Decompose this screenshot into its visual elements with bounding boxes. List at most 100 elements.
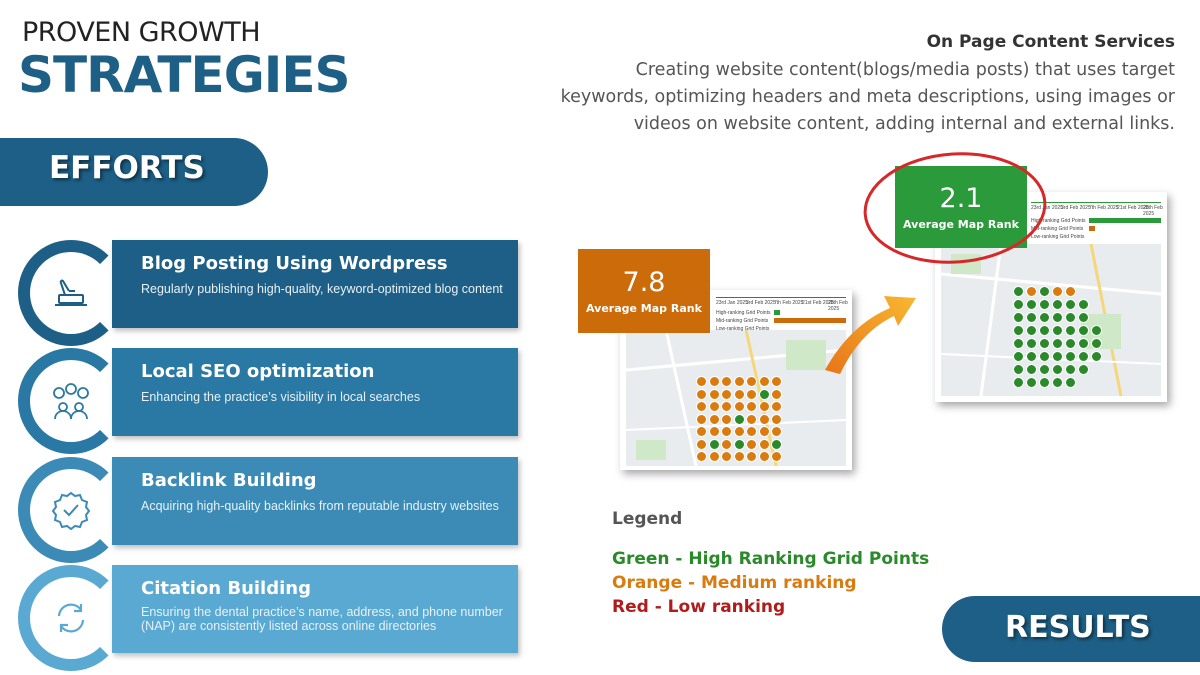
grid-point (771, 401, 782, 412)
effort-card: Backlink Building Acquiring high-quality… (112, 457, 518, 545)
grid-point (721, 413, 732, 425)
grid-point (733, 426, 745, 437)
grid-point (721, 438, 732, 450)
before-rank-value: 7.8 (622, 266, 666, 298)
grid-point (1078, 351, 1089, 362)
grid-point (746, 438, 757, 450)
grid-point (733, 438, 745, 450)
grid-point (733, 401, 745, 412)
highlight-circle (863, 152, 1047, 264)
row-label: Low-ranking Grid Points (1031, 234, 1085, 240)
grid-point (708, 413, 720, 425)
grid-point (1078, 312, 1089, 323)
grid-point (746, 426, 757, 437)
grid-point (758, 426, 770, 437)
grid-point (771, 376, 782, 387)
effort-card: Local SEO optimization Enhancing the pra… (112, 348, 518, 436)
grid-point (758, 451, 770, 462)
grid-point (771, 438, 782, 450)
effort-title: Backlink Building (141, 470, 317, 491)
results-banner (942, 596, 1200, 662)
grid-point (696, 376, 707, 387)
grid-point (771, 413, 782, 425)
grid-point (721, 451, 732, 462)
effort-card: Blog Posting Using Wordpress Regularly p… (112, 240, 518, 328)
grid-point (1026, 377, 1037, 388)
row-label: Low-ranking Grid Points (716, 326, 770, 332)
growth-arrow-icon (825, 296, 916, 374)
grid-point (1013, 377, 1024, 388)
grid-point (758, 413, 770, 425)
grid-point (696, 438, 707, 450)
icon-ring (18, 348, 124, 454)
grid-point (1013, 312, 1024, 323)
effort-item-backlink: Backlink Building Acquiring high-quality… (18, 457, 520, 563)
grid-point (696, 401, 707, 412)
grid-point (1013, 286, 1024, 297)
grid-point (1026, 325, 1037, 336)
grid-point (758, 438, 770, 450)
services-desc: Creating website content(blogs/media pos… (560, 60, 1175, 134)
efforts-label: EFFORTS (49, 150, 205, 186)
grid-point (1013, 338, 1024, 349)
grid-point (708, 438, 720, 450)
date-label: 7th Feb 2025 (1089, 205, 1119, 211)
row-label: High-ranking Grid Points (1031, 218, 1086, 224)
grid-point (1039, 377, 1050, 388)
grid-point (1052, 312, 1063, 323)
grid-point (1039, 286, 1050, 297)
laptop-hand-icon (42, 264, 100, 322)
date-label: 21st Feb 2025 (802, 300, 834, 306)
grid-point (1026, 338, 1037, 349)
legend-red: Red - Low ranking (612, 597, 786, 617)
services-title: On Page Content Services (926, 32, 1175, 52)
title-main: STRATEGIES (18, 46, 351, 104)
grid-point (746, 413, 757, 425)
before-map-panel: 23rd Jan 2025 3rd Feb 2025 7th Feb 2025 … (620, 290, 852, 470)
grid-point (746, 388, 757, 400)
grid-point (758, 376, 770, 387)
grid-point (708, 451, 720, 462)
row-label: Mid-ranking Grid Points (716, 318, 769, 324)
title-top: PROVEN GROWTH (22, 17, 261, 48)
grid-point (1026, 364, 1037, 375)
date-label: 3rd Feb 2025 (746, 300, 776, 306)
grid-point (771, 426, 782, 437)
date-label: 23rd Jan 2025 (716, 300, 748, 306)
effort-title: Local SEO optimization (141, 361, 375, 382)
grid-point (708, 388, 720, 400)
grid-point (1065, 299, 1076, 310)
grid-point (1078, 325, 1089, 336)
date-label: 21st Feb 2025 (1117, 205, 1149, 211)
grid-point (1013, 364, 1024, 375)
grid-point (1013, 299, 1024, 310)
grid-point (1039, 351, 1050, 362)
grid-point (1039, 364, 1050, 375)
grid-point (1091, 338, 1102, 349)
before-rank-label: Average Map Rank (586, 301, 702, 315)
grid-point (1039, 299, 1050, 310)
date-label: 3rd Feb 2025 (1061, 205, 1091, 211)
grid-point (1026, 299, 1037, 310)
grid-point (1065, 338, 1076, 349)
after-rank-box: 2.1 Average Map Rank (895, 166, 1027, 248)
grid-point (1078, 364, 1089, 375)
grid-point (746, 401, 757, 412)
grid-point (1065, 364, 1076, 375)
badge-check-icon (42, 481, 100, 539)
before-stats: 23rd Jan 2025 3rd Feb 2025 7th Feb 2025 … (716, 294, 850, 332)
grid-point (1052, 325, 1063, 336)
grid-point (1052, 338, 1063, 349)
grid-point (708, 426, 720, 437)
grid-point (1052, 377, 1063, 388)
grid-point (696, 426, 707, 437)
grid-point (746, 376, 757, 387)
legend-green: Green - High Ranking Grid Points (612, 549, 930, 569)
grid-point (1039, 325, 1050, 336)
grid-point (1039, 312, 1050, 323)
grid-point (708, 401, 720, 412)
grid-point (721, 426, 732, 437)
grid-point (1078, 338, 1089, 349)
efforts-banner (0, 138, 268, 206)
effort-title: Blog Posting Using Wordpress (141, 253, 448, 274)
